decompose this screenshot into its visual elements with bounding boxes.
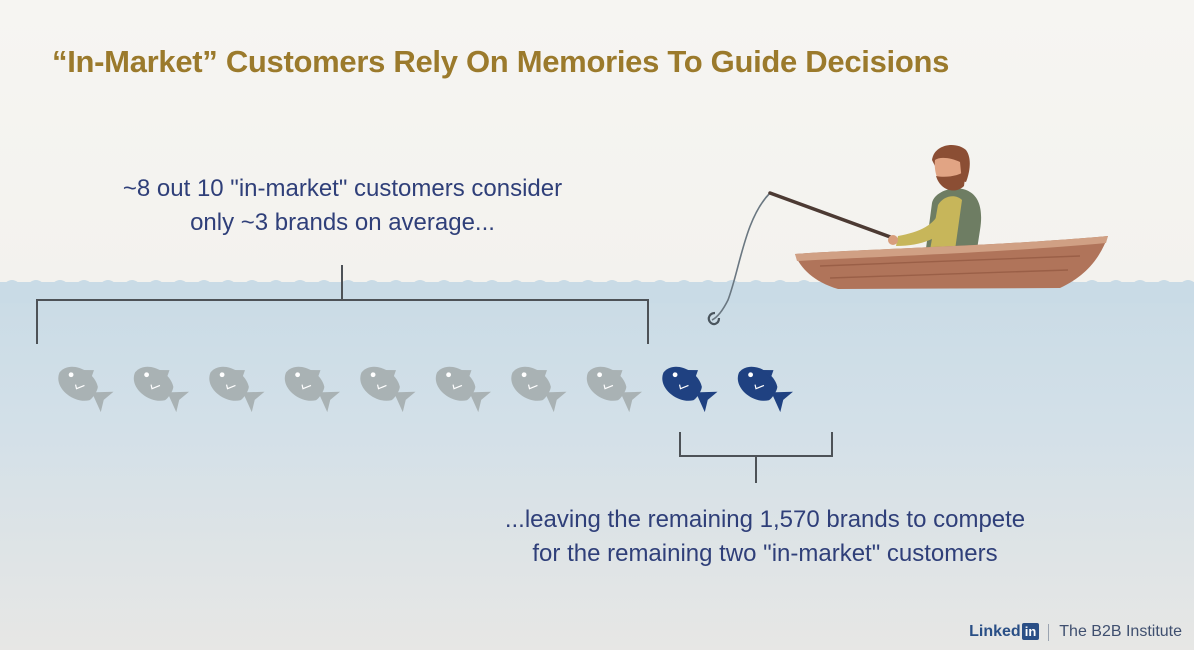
top-bracket: [36, 265, 649, 344]
footer-divider: [1048, 623, 1050, 641]
fisherman-in-boat: [707, 144, 1108, 326]
fish-grey-icon: [284, 366, 340, 413]
fish-row: [58, 366, 793, 413]
fish-grey-icon: [209, 366, 265, 413]
fish-grey-icon: [133, 366, 189, 413]
fish-blue-icon: [662, 366, 718, 413]
fisherman-hand: [888, 235, 898, 245]
linkedin-in-icon: in: [1021, 623, 1040, 640]
sea-background: [0, 282, 1194, 650]
fisherman-beard: [936, 170, 966, 191]
fish-grey-icon: [511, 366, 567, 413]
linkedin-wordmark: Linked: [969, 623, 1021, 640]
caption-top-line-1: ~8 out 10 "in-market" customers consider: [122, 175, 563, 202]
fishing-rod: [768, 191, 895, 240]
boat-rim: [795, 236, 1108, 261]
caption-bottom-line-2: for the remaining two "in-market" custom…: [532, 540, 998, 567]
fisherman-arm: [896, 210, 950, 246]
boat-hull: [795, 236, 1108, 289]
bottom-bracket: [679, 432, 833, 483]
fish-grey-icon: [360, 366, 416, 413]
caption-bottom: ...leaving the remaining 1,570 brands to…: [405, 503, 1125, 571]
fishing-hook-icon: [707, 311, 721, 326]
caption-bottom-line-1: ...leaving the remaining 1,570 brands to…: [504, 506, 1026, 533]
fish-grey-icon: [58, 366, 114, 413]
fish-blue-icon: [737, 366, 793, 413]
caption-top-line-2: only ~3 brands on average...: [190, 209, 495, 236]
caption-top: ~8 out 10 "in-market" customers consider…: [60, 172, 625, 240]
footer-org: The B2B Institute: [1059, 623, 1182, 640]
sky-background: [0, 0, 1194, 290]
fish-grey-icon: [586, 366, 642, 413]
slide-title: “In-Market” Customers Rely On Memories T…: [52, 44, 950, 79]
fish-grey-icon: [435, 366, 491, 413]
fishing-line: [711, 192, 771, 321]
